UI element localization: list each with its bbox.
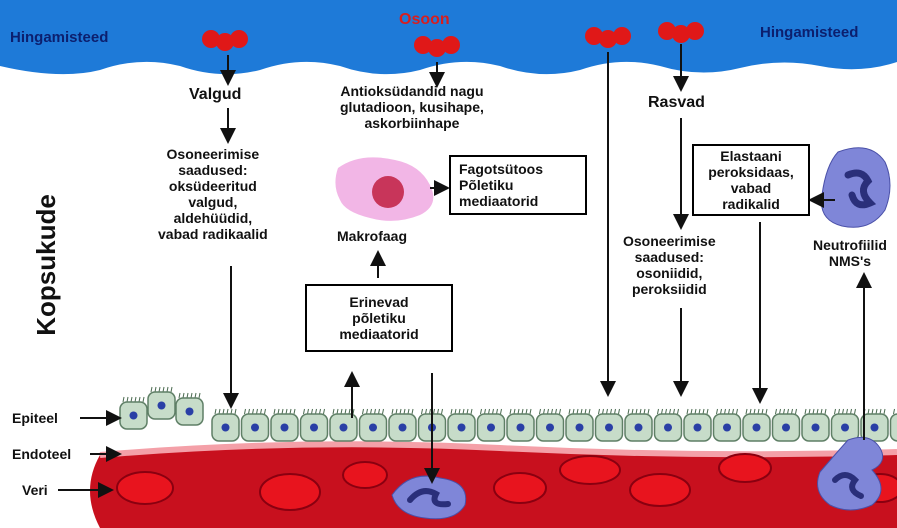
elastase-line: vabad: [694, 180, 808, 196]
elastase-line: radikalid: [694, 196, 808, 212]
ozonation-right-line: Osoneerimise: [623, 233, 716, 249]
phagocytosis-line: Põletiku: [451, 177, 585, 193]
proteins-label: Valgud: [189, 86, 241, 104]
epithelium-label: Epiteel: [12, 410, 58, 426]
ozonation-left-line: aldehüüdid,: [158, 210, 268, 226]
epithelial-cell: [448, 409, 475, 441]
epithelial-cell: [271, 409, 298, 441]
phagocytosis-line: Fagotsütoos: [451, 161, 585, 177]
epithelial-cell: [301, 409, 328, 441]
phagocytosis-line: mediaatorid: [451, 193, 585, 209]
epithelial-cell: [360, 409, 387, 441]
ozonation-left-line: vabad radikaalid: [158, 226, 268, 242]
mediators-line: Erinevad: [307, 294, 451, 310]
epithelial-cell: [120, 397, 147, 429]
epithelial-cell: [802, 409, 829, 441]
ozonation-right-line: osoniidid,: [623, 265, 716, 281]
epithelial-cell: [242, 409, 269, 441]
epithelial-cell: [684, 409, 711, 441]
lipids-label: Rasvad: [648, 94, 705, 112]
epithelial-cell: [773, 409, 800, 441]
neutrophil-label-line: Neutrofiilid: [813, 237, 887, 253]
epithelium-layer: [120, 387, 897, 441]
airway-label-left: Hingamisteed: [10, 29, 108, 46]
epithelial-cell: [891, 409, 897, 441]
ozonation-left-line: saadused:: [158, 162, 268, 178]
side-label: Kopsukude: [32, 190, 62, 340]
elastase-line: peroksidaas,: [694, 164, 808, 180]
ozonation-left-line: oksüdeeritud: [158, 178, 268, 194]
endothelium-label: Endoteel: [12, 446, 71, 462]
epithelial-cell: [507, 409, 534, 441]
ozone-label: Osoon: [399, 11, 450, 29]
epithelial-cell: [655, 409, 682, 441]
epithelial-cell: [832, 409, 859, 441]
blood-label: Veri: [22, 482, 48, 498]
epithelial-cell: [596, 409, 623, 441]
macrophage-label: Makrofaag: [337, 228, 407, 244]
ozonation-right-line: saadused:: [623, 249, 716, 265]
epithelial-cell: [148, 387, 175, 419]
mediators-line: mediaatorid: [307, 326, 451, 342]
mediators-line: põletiku: [307, 310, 451, 326]
elastase-line: Elastaani: [694, 148, 808, 164]
ozonation-left-line: valgud,: [158, 194, 268, 210]
ozonation-left-line: Osoneerimise: [158, 146, 268, 162]
epithelial-cell: [212, 409, 239, 441]
neutrophil-label-line: NMS's: [813, 253, 887, 269]
antioxidants-line: glutadioon, kusihape,: [340, 99, 484, 115]
macrophage-nucleus: [372, 176, 404, 208]
epithelial-cell: [176, 393, 203, 425]
epithelial-cell: [389, 409, 416, 441]
airway-label-right: Hingamisteed: [760, 24, 858, 41]
ozonation-right-line: peroksiidid: [623, 281, 716, 297]
antioxidants-line: askorbiinhape: [340, 115, 484, 131]
epithelial-cell: [566, 409, 593, 441]
epithelial-cell: [478, 409, 505, 441]
epithelial-cell: [537, 409, 564, 441]
epithelial-cell: [743, 409, 770, 441]
antioxidants-line: Antioksüdandid nagu: [340, 83, 484, 99]
epithelial-cell: [625, 409, 652, 441]
epithelial-cell: [861, 409, 888, 441]
neutrophil-cell: [821, 148, 890, 228]
epithelial-cell: [714, 409, 741, 441]
